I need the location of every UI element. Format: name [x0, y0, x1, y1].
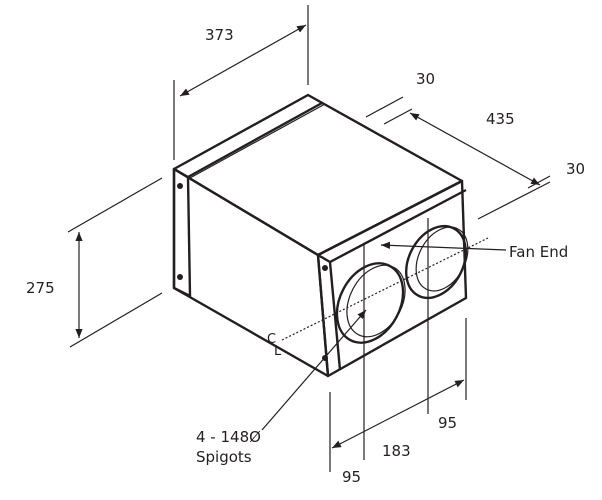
fan-end-leader: [380, 241, 507, 251]
mount-hole: [177, 183, 183, 189]
label-spigot-spacing-left: 95: [342, 468, 361, 486]
label-height: 275: [26, 279, 55, 297]
fan-end-face: [316, 179, 468, 378]
label-fan-end: Fan End: [509, 243, 568, 261]
label-spigot-span: 183: [382, 442, 411, 460]
left-end-plate: [172, 167, 192, 298]
spigots: [335, 224, 469, 344]
top-face: [172, 93, 464, 257]
dim-length: [365, 96, 551, 220]
spigot-leader: [261, 309, 367, 431]
dim-width: [173, 5, 309, 160]
label-centerline-c: C: [267, 332, 276, 347]
label-spigot-spacing-right: 95: [438, 414, 457, 432]
label-spigots-count: 4 - 148Ø: [196, 428, 261, 446]
mount-hole: [177, 274, 183, 280]
left-side-face: [172, 167, 330, 378]
unit-box: [172, 93, 468, 378]
label-centerline-l: L: [274, 344, 282, 359]
dim-height: [67, 177, 163, 348]
label-inset-right: 30: [566, 160, 585, 178]
mount-hole: [322, 265, 328, 271]
label-length: 435: [486, 110, 515, 128]
label-width: 373: [205, 26, 234, 44]
label-spigots: Spigots: [196, 448, 252, 466]
label-inset-top: 30: [416, 70, 435, 88]
dim-spigots: [329, 218, 467, 472]
